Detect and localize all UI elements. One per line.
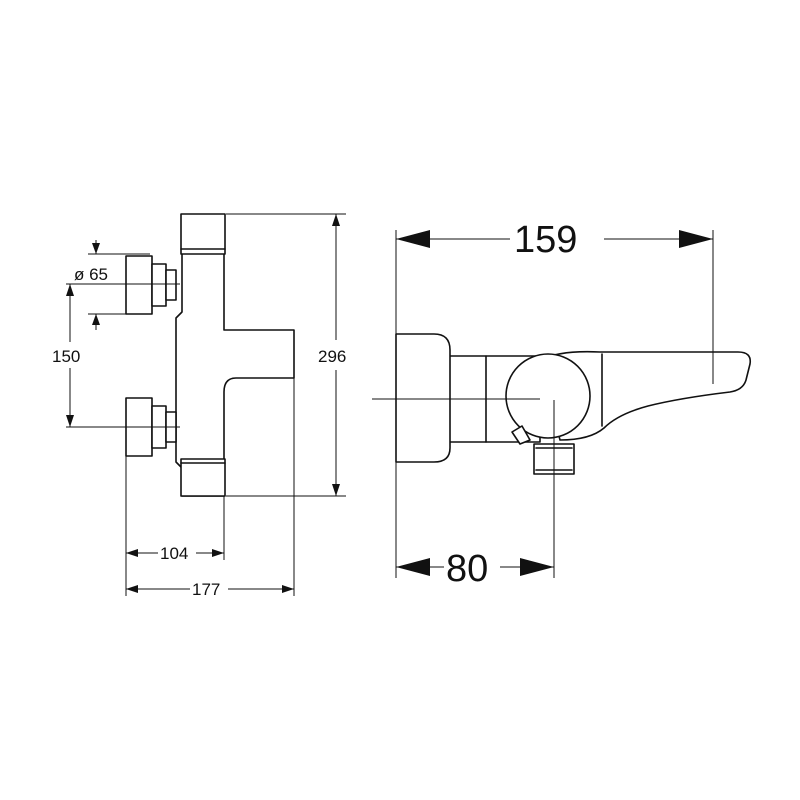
outlet-offset-arrow-left <box>396 558 430 576</box>
height-label: 296 <box>318 347 346 366</box>
outlet-offset-label: 80 <box>446 548 488 590</box>
inner-width-arrow-left <box>126 549 138 557</box>
height-arrow-top <box>332 214 340 226</box>
wall-rosette <box>395 333 451 463</box>
centres-arrow-bottom <box>66 415 74 427</box>
outlet-offset-arrow-right <box>520 558 554 576</box>
upper-ring <box>151 263 167 307</box>
upper-nut <box>125 255 153 315</box>
bottom-cap <box>180 458 226 497</box>
projection-label: 159 <box>514 219 577 261</box>
inner-width-label: 104 <box>160 544 188 563</box>
side-view: 159 80 <box>372 219 752 590</box>
outer-width-arrow-right <box>282 585 294 593</box>
diverter-knob <box>505 353 591 439</box>
inner-width-arrow-right <box>212 549 224 557</box>
centres-arrow-top <box>66 284 74 296</box>
diverter-lever <box>511 425 531 445</box>
front-view: ø 65 150 296 104 177 <box>52 213 346 599</box>
outer-width-arrow-left <box>126 585 138 593</box>
top-cap <box>180 213 226 255</box>
projection-arrow-left <box>396 230 430 248</box>
diameter-arrow-bottom <box>92 314 100 325</box>
diameter-arrow-top <box>92 243 100 254</box>
outer-width-label: 177 <box>192 580 220 599</box>
upper-stub <box>165 269 177 301</box>
diameter-label: ø 65 <box>74 265 108 284</box>
centres-label: 150 <box>52 347 80 366</box>
mixer-body-outline <box>175 214 295 497</box>
height-arrow-bottom <box>332 484 340 496</box>
spout <box>539 350 752 441</box>
projection-arrow-right <box>679 230 713 248</box>
